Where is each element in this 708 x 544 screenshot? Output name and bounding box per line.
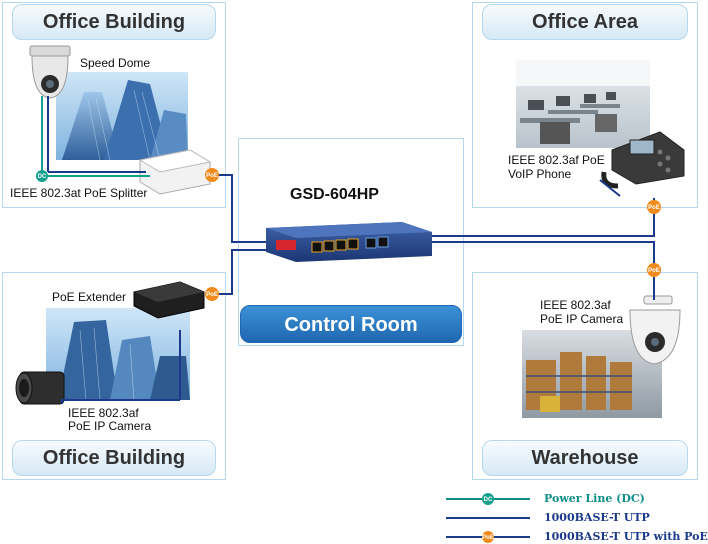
voip-phone-label-line1: IEEE 802.3af PoE bbox=[508, 153, 605, 167]
camera-left-label-line1: IEEE 802.3af bbox=[68, 406, 139, 420]
panel-title-office-building-top: Office Building bbox=[12, 4, 216, 40]
poe-badge-voip bbox=[647, 200, 661, 214]
dc-badge-top bbox=[36, 170, 48, 182]
poe-splitter-label: IEEE 802.3at PoE Splitter bbox=[10, 186, 148, 200]
legend-label-utp: 1000BASE-T UTP bbox=[544, 511, 650, 524]
warehouse-photo bbox=[522, 330, 662, 418]
gsd-604hp-switch bbox=[266, 222, 432, 262]
panel-title-control-room: Control Room bbox=[240, 305, 462, 343]
camera-left-label-line2: PoE IP Camera bbox=[68, 419, 152, 433]
camera-right-label-line2: PoE IP Camera bbox=[540, 312, 624, 326]
poe-badge-warehouse bbox=[647, 263, 661, 277]
poe-extender-device bbox=[133, 281, 205, 319]
voip-phone-label-line2: VoIP Phone bbox=[508, 167, 572, 181]
legend-poe-badge bbox=[482, 531, 494, 543]
legend-dc-badge-text: DC bbox=[484, 497, 493, 503]
poe-badge-text: PoE bbox=[648, 205, 660, 211]
office-building-photo-top bbox=[56, 72, 188, 161]
panel-title-office-building-bottom: Office Building bbox=[12, 440, 216, 476]
speed-dome-label: Speed Dome bbox=[80, 56, 151, 70]
box-camera-left bbox=[15, 371, 65, 405]
legend-label-power-line: Power Line (DC) bbox=[544, 492, 645, 505]
poe-badge-text: PoE bbox=[206, 173, 218, 179]
office-area-photo bbox=[516, 60, 650, 148]
panel-title-warehouse: Warehouse bbox=[482, 440, 688, 476]
legend-poe-badge-text: PoE bbox=[482, 535, 494, 541]
poe-badge-extender bbox=[205, 287, 219, 301]
voip-phone-device bbox=[601, 131, 685, 189]
panel-title-office-area: Office Area bbox=[482, 4, 688, 40]
poe-badge-text: PoE bbox=[206, 292, 218, 298]
poe-badge-text: PoE bbox=[648, 268, 660, 274]
office-building-photo-bottom bbox=[46, 308, 190, 401]
dc-badge-text: DC bbox=[38, 174, 47, 180]
poe-extender-label: PoE Extender bbox=[52, 290, 127, 304]
legend-label-utp-poe: 1000BASE-T UTP with PoE bbox=[544, 530, 708, 543]
speed-dome-camera bbox=[29, 45, 71, 99]
dome-camera-right bbox=[629, 295, 681, 365]
legend-dc-badge bbox=[482, 493, 494, 505]
camera-right-label-line1: IEEE 802.3af bbox=[540, 298, 611, 312]
switch-model-label: GSD-604HP bbox=[290, 186, 379, 203]
poe-splitter-device bbox=[138, 149, 212, 195]
poe-badge-splitter bbox=[205, 168, 219, 182]
